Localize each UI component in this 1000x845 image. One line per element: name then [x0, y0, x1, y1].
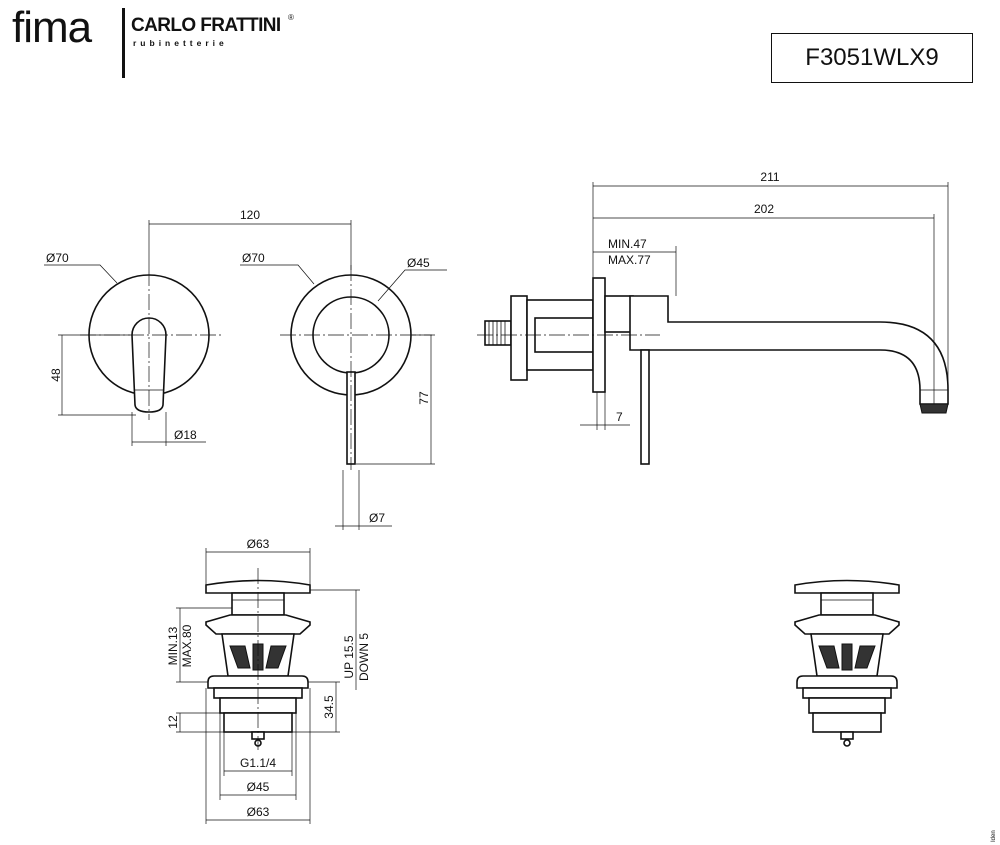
waste2-stem-upper	[820, 592, 874, 616]
registered-mark: ®	[288, 13, 294, 22]
spacing-dimension: 120	[148, 208, 352, 270]
spout-base	[604, 295, 634, 333]
waste2-body	[808, 697, 886, 714]
dim-spacing: 120	[240, 208, 260, 222]
waste2-flange-top	[794, 614, 900, 635]
corner-note: Iden	[991, 830, 997, 842]
brand-fima-text: fima	[12, 3, 92, 52]
waste-cage-spoke-right	[265, 645, 287, 669]
dim-lever-diameter: Ø18	[174, 428, 197, 442]
waste2-pin	[840, 731, 854, 740]
leader-body-plate	[240, 264, 315, 285]
dim-body-diameter: Ø45	[247, 780, 270, 794]
waste-cage-spoke-left	[229, 645, 251, 669]
dim-depth-min: MIN.47	[608, 237, 647, 251]
dim-thread-size: G1.1/4	[240, 756, 276, 770]
dim-stroke-max: MAX.80	[180, 624, 194, 667]
spout-arm	[629, 295, 949, 405]
body-front-view: Ø70 Ø45 77 Ø7	[240, 251, 447, 530]
dim-lever-height: 48	[49, 368, 63, 382]
dim-body-plate-diameter: Ø70	[242, 251, 265, 265]
connector-flange	[510, 295, 528, 381]
waste2-cage-spoke-left	[818, 645, 840, 669]
dim-stroke-min: MIN.13	[166, 626, 180, 665]
lever-front-view: Ø70 48 Ø18	[44, 251, 222, 446]
brand-logo: fima CARLO FRATTINI ® rubinetterie	[12, 2, 332, 82]
dim-lever-offset: 7	[616, 410, 623, 424]
dim-spout-length: 202	[754, 202, 774, 216]
waste2-cage-spoke-center	[841, 643, 853, 671]
dim-travel-down: DOWN 5	[357, 633, 371, 681]
dim-depth-max: MAX.77	[608, 253, 651, 267]
dim-body-height: 34.5	[322, 695, 336, 719]
waste2-pin-tip	[843, 739, 851, 747]
waste2-lower-flange	[796, 675, 898, 689]
product-code-box: F3051WLX9	[771, 33, 973, 83]
leader-body-inner	[377, 269, 447, 302]
dim-lever-plate-diameter: Ø70	[46, 251, 69, 265]
waste-plain-view	[794, 579, 900, 747]
spout-aerator	[919, 403, 949, 414]
dim-lever-length: 77	[417, 391, 431, 405]
brand-carlo-frattini-text: CARLO FRATTINI	[131, 15, 281, 36]
dim-cap-diameter: Ø63	[247, 537, 270, 551]
brand-subtitle: rubinetterie	[133, 38, 228, 48]
waste2-lower-ring	[802, 687, 892, 699]
waste2-cap	[794, 579, 900, 594]
dim-body-inner-diameter: Ø45	[407, 256, 430, 270]
side-view: 211 202 MIN.47 MAX.77 7	[477, 170, 949, 465]
dim-stem-diameter: Ø7	[369, 511, 385, 525]
waste2-thread	[812, 712, 882, 733]
leader-lever-plate	[44, 264, 118, 284]
dim-flange-diameter: Ø63	[247, 805, 270, 819]
waste2-cage-spoke-right	[854, 645, 876, 669]
waste-dimensioned-view: Ø63 MIN.13 MAX.80 UP 15.5 DOWN 5 34.5 12…	[166, 537, 371, 824]
side-lever-stem	[640, 349, 650, 465]
brand-divider	[122, 8, 125, 78]
lever-handle	[131, 317, 167, 413]
dim-total-length: 211	[760, 170, 779, 184]
dim-travel-up: UP 15.5	[342, 635, 356, 678]
dim-thread-length: 12	[166, 715, 180, 729]
